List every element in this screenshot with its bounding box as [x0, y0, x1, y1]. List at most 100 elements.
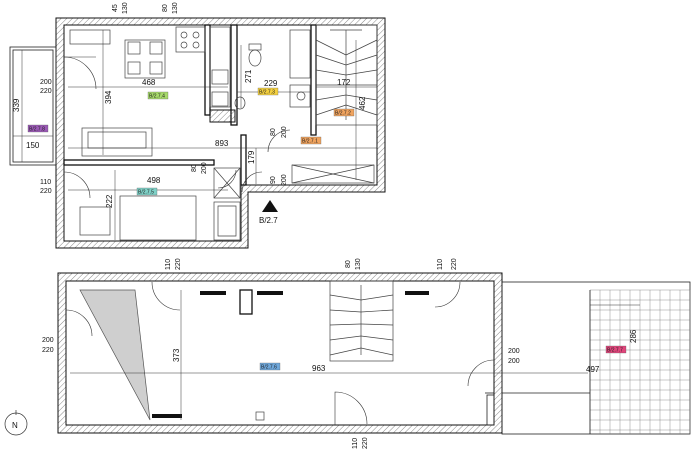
dim-door3-200: 200	[281, 174, 288, 186]
dim-w3-220: 220	[451, 258, 458, 270]
bedroom-wardrobe	[213, 167, 241, 199]
svg-text:B/2.7.1: B/2.7.1	[302, 139, 318, 145]
room-tag-living: B/2.7.4	[147, 91, 169, 100]
dim-top-45: 45	[112, 4, 119, 12]
dim-bedroom-height: 222	[105, 194, 114, 208]
dim-terrace-height: 286	[629, 329, 638, 343]
terrace-door-swing	[467, 359, 495, 387]
dim-left-200: 200	[42, 337, 54, 344]
dim-w2-80: 80	[345, 260, 352, 268]
lower-floor: 110 220 80 130 110 220 200 220 373 963 2…	[4, 258, 691, 449]
svg-text:B/2.7.6: B/2.7.6	[261, 365, 277, 371]
dim-stair-height: 462	[358, 96, 367, 110]
shaft	[209, 109, 236, 123]
dim-window2-220: 220	[40, 188, 52, 195]
dim-balcony-width: 150	[26, 141, 40, 150]
sink	[211, 69, 229, 85]
corridor-wardrobe	[291, 164, 375, 184]
svg-text:B/2.7.4: B/2.7.4	[149, 94, 165, 100]
dim-living-height: 394	[104, 90, 113, 104]
balcony-outline	[9, 46, 57, 166]
dim-door-200b: 200	[508, 358, 520, 365]
section-label: B/2.7	[259, 216, 278, 225]
dim-door-80: 80	[270, 128, 277, 136]
fridge	[211, 91, 229, 107]
dim-kitchen-height: 271	[244, 69, 253, 83]
terrace-grid	[589, 289, 691, 434]
room-tag-main: B/2.7.6	[259, 362, 281, 371]
dim-living-width: 468	[142, 78, 156, 87]
room-tag-corridor: B/2.7.1	[300, 136, 322, 145]
svg-text:B/2.7.5: B/2.7.5	[138, 190, 154, 196]
dim-bottom-220: 220	[362, 437, 369, 449]
dim-door2-80: 80	[191, 164, 198, 172]
room-tag-balcony: B/2.7.8	[27, 124, 49, 133]
dim-stair-width: 172	[337, 78, 351, 87]
dim-window-200: 200	[40, 79, 52, 86]
column	[239, 289, 253, 315]
bathtub	[289, 29, 311, 79]
svg-text:B/2.7.2: B/2.7.2	[335, 111, 351, 117]
dim-door3-90: 90	[270, 176, 277, 184]
dim-w1-220: 220	[175, 258, 182, 270]
dim-width-963: 963	[312, 364, 326, 373]
north-label: N	[12, 421, 18, 430]
washbasin	[289, 84, 311, 108]
dim-top-130a: 130	[122, 2, 129, 14]
desk	[79, 206, 111, 236]
upper-outer-wall	[55, 17, 386, 249]
svg-text:B/2.7.7: B/2.7.7	[607, 348, 623, 354]
kitchen-counter	[209, 26, 231, 108]
dim-door2-200: 200	[201, 162, 208, 174]
kitchen-wall	[204, 24, 211, 116]
dim-top-80: 80	[162, 4, 169, 12]
bedroom-door-swing	[217, 169, 237, 189]
dim-w2-130: 130	[355, 258, 362, 270]
upper-staircase	[315, 24, 378, 126]
svg-text:B/2.7.3: B/2.7.3	[259, 90, 275, 96]
balcony-door-swing	[63, 56, 97, 90]
room-tag-hall: B/2.7.2	[333, 108, 355, 117]
corridor-door-swing	[267, 129, 291, 153]
svg-text:B/2.7.8: B/2.7.8	[29, 127, 45, 133]
room-tag-kitchen: B/2.7.3	[257, 87, 279, 96]
section-arrow-icon	[262, 200, 278, 212]
light-wedge	[79, 289, 151, 421]
bath-wall-left	[230, 24, 238, 126]
dining-table	[124, 39, 166, 79]
shower	[213, 201, 241, 241]
bed	[119, 195, 197, 241]
bottom-door-swing	[334, 391, 368, 425]
lower-staircase	[329, 280, 394, 362]
dim-door-200: 200	[281, 126, 288, 138]
balcony-inner	[12, 49, 54, 163]
dim-kitchen-width: 229	[264, 79, 278, 88]
upper-floor: 45 130 80 130 468 394 271 229 172 462 80…	[9, 2, 386, 249]
dim-w1-110: 110	[165, 259, 172, 270]
corridor-wall	[240, 134, 247, 186]
bath-wall-right	[310, 24, 317, 136]
stove	[175, 26, 206, 53]
dim-terrace-width: 497	[586, 365, 600, 374]
toilet-upper	[248, 49, 262, 67]
sofa	[81, 127, 153, 157]
dim-total-width: 893	[215, 139, 229, 148]
sideboard	[69, 29, 111, 45]
dim-bottom-110: 110	[352, 438, 359, 449]
entry-door-swing	[241, 171, 263, 193]
left-window-swing	[65, 309, 93, 337]
top-right-window-swing	[434, 281, 461, 308]
toilet-lower	[234, 96, 246, 110]
dim-balcony-height: 339	[12, 98, 21, 112]
dim-door-200a: 200	[508, 348, 520, 355]
top-window-swing	[151, 281, 181, 311]
dim-w3-110: 110	[437, 259, 444, 270]
dim-window-220: 220	[40, 88, 52, 95]
dim-bedroom-width: 498	[147, 176, 161, 185]
room-tag-bedroom: B/2.7.5	[136, 187, 158, 196]
room-tag-terrace: B/2.7.7	[605, 345, 627, 354]
north-arrow-icon: N	[4, 410, 28, 436]
dim-left-220: 220	[42, 347, 54, 354]
bedroom-wall	[63, 159, 215, 166]
